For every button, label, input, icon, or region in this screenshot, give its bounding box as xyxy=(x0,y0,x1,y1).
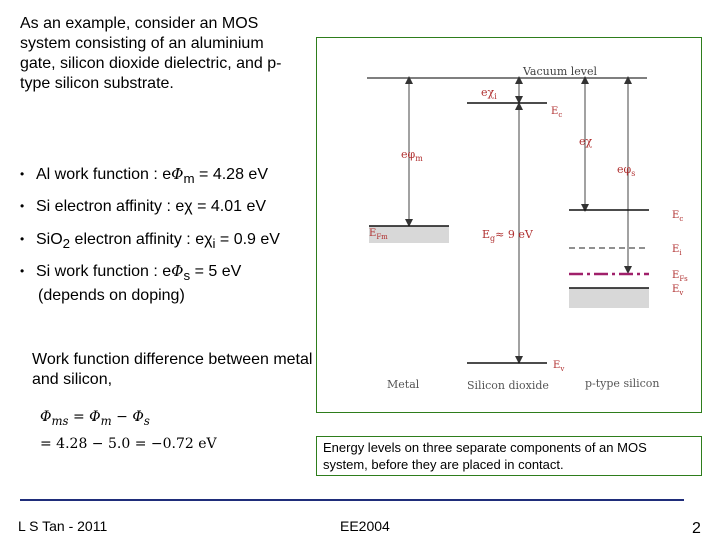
bullet-sio2-electron-affinity: •SiO2 electron affinity : eχi = 0.9 eV xyxy=(20,231,280,252)
e-phi-s-label: eφs xyxy=(617,163,635,178)
oxide-ev-label: Ev xyxy=(553,360,564,373)
oxide-ec-label: Ec xyxy=(551,106,562,119)
intro-paragraph: As an example, consider an MOS system co… xyxy=(20,15,282,92)
si-efs-label: EFs xyxy=(672,270,688,283)
energy-band-svg: Vacuum level eφm EFm Metal eχi Ec Eg≈ 9 … xyxy=(367,65,688,392)
e-chi-i-label: eχi xyxy=(481,86,497,101)
energy-band-diagram: Vacuum level eφm EFm Metal eχi Ec Eg≈ 9 … xyxy=(316,37,702,413)
si-ei-label: Ei xyxy=(672,244,682,257)
bullet-dot: • xyxy=(20,264,25,278)
e-chi-label: eχ xyxy=(579,135,593,148)
si-ev-label: Ev xyxy=(672,284,683,297)
equation-line-1: Φms = Φm − Φs xyxy=(40,409,150,428)
bullet-si-electron-affinity: •Si electron affinity : eχ = 4.01 eV xyxy=(20,198,267,215)
footer-divider xyxy=(20,499,684,501)
equation-line-2: = 4.28 − 5.0 = −0.72 eV xyxy=(40,436,217,452)
bullet-al-work-function: •Al work function : eΦm = 4.28 eV xyxy=(20,165,268,187)
footer-author: L S Tan - 2011 xyxy=(18,518,108,534)
si-label: p-type silicon xyxy=(585,377,660,390)
si-valence-region xyxy=(569,288,649,308)
efm-label: EFm xyxy=(369,228,388,241)
metal-fermi-region xyxy=(369,226,449,243)
diagram-caption: Energy levels on three separate componen… xyxy=(316,436,702,476)
si-ec-label: Ec xyxy=(672,210,683,223)
page-number: 2 xyxy=(692,520,701,537)
bullet-dot: • xyxy=(20,232,25,246)
footer-course: EE2004 xyxy=(340,518,390,534)
e-phi-m-label: eφm xyxy=(401,148,423,163)
eg-label: Eg≈ 9 eV xyxy=(482,228,534,243)
bullet-dot: • xyxy=(20,167,25,181)
bullet-si-work-function: •Si work function : eΦs = 5 eV (depends … xyxy=(20,262,242,305)
doping-note: (depends on doping) xyxy=(38,287,185,305)
oxide-label: Silicon dioxide xyxy=(467,379,549,392)
work-function-difference-text: Work function difference between metal a… xyxy=(32,351,313,388)
metal-label: Metal xyxy=(387,378,420,391)
bullet-dot: • xyxy=(20,199,25,213)
vacuum-level-label: Vacuum level xyxy=(522,65,598,78)
